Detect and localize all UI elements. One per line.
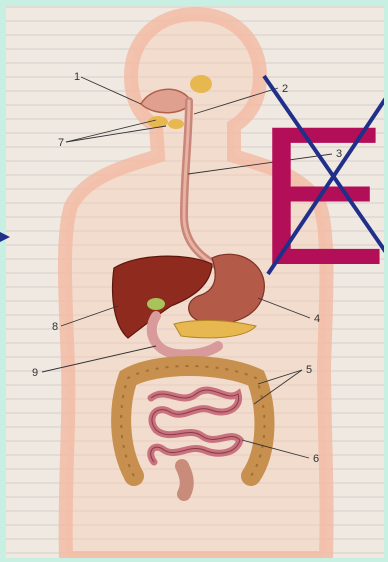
digestive-system-diagram: 1 2 3 4 5 6 7 8 9 Е (6, 6, 384, 558)
label-5: 5 (306, 364, 312, 376)
label-6: 6 (313, 453, 319, 465)
side-arrow-icon (0, 230, 12, 244)
label-8: 8 (52, 321, 58, 333)
label-7: 7 (58, 137, 64, 149)
gallbladder (147, 298, 165, 310)
label-1: 1 (74, 71, 80, 83)
rectum (182, 466, 187, 494)
salivary-gland-top (190, 75, 212, 93)
label-4: 4 (314, 313, 320, 325)
salivary-gland-side (168, 119, 184, 129)
diagram-frame: 1 2 3 4 5 6 7 8 9 Е (6, 6, 384, 558)
label-9: 9 (32, 367, 38, 379)
